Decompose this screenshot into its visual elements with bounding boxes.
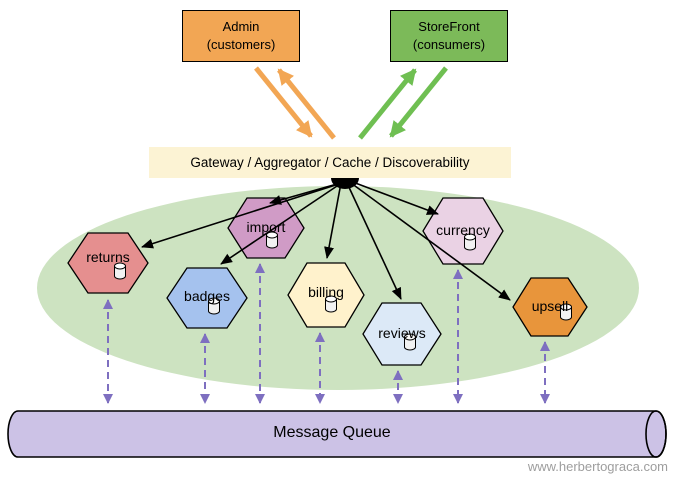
service-label-returns: returns: [86, 249, 130, 265]
admin-box-label: Admin: [222, 18, 260, 34]
hexagon-returns: [67, 232, 149, 294]
storefront-box: StoreFront (consumers): [390, 10, 508, 62]
service-hexagons: [67, 197, 588, 366]
service-label-reviews: reviews: [378, 325, 426, 341]
service-label-billing: billing: [308, 284, 344, 300]
service-db-icons: [114, 231, 572, 351]
storefront-box-label: StoreFront: [418, 18, 480, 34]
hexagon-billing: [287, 262, 365, 328]
arrow-storefront-up: [358, 68, 417, 140]
message-queue-cylinder: [7, 410, 667, 458]
arrow-gateway-returns: [141, 181, 346, 249]
hexagon-upsell: [512, 277, 588, 337]
storefront-box-sublabel: (consumers): [412, 37, 486, 52]
service-queue-arrows: [103, 263, 550, 404]
db-cylinder-icon: [266, 231, 278, 249]
hexagon-badges: [166, 267, 248, 329]
db-cylinder-icon: [208, 297, 220, 315]
gateway-bar: Gateway / Aggregator / Cache / Discovera…: [149, 147, 511, 178]
message-queue-label: Message Queue: [273, 424, 391, 441]
arrow-gateway-badges: [220, 181, 344, 265]
service-label-currency: currency: [436, 222, 490, 238]
arrow-storefront-down: [389, 66, 448, 138]
service-label-upsell: upsell: [531, 298, 569, 314]
hexagon-currency: [422, 197, 504, 265]
gateway-label: Gateway / Aggregator / Cache / Discovera…: [190, 155, 470, 170]
arrow-gateway-import: [269, 181, 345, 205]
gateway-to-service-arrows: [141, 180, 511, 301]
admin-box-sublabel: (customers): [206, 37, 276, 52]
gateway-fan-hub: [331, 178, 359, 189]
arrow-gateway-reviews: [346, 182, 402, 300]
arrow-admin-up: [277, 68, 336, 140]
hexagon-reviews: [362, 302, 442, 366]
message-queue-cap: [645, 410, 667, 458]
db-cylinder-icon: [404, 333, 416, 351]
db-cylinder-icon: [114, 262, 126, 280]
service-label-badges: badges: [184, 288, 230, 304]
admin-box: Admin (customers): [182, 10, 300, 62]
db-cylinder-icon: [325, 295, 337, 313]
storefront-gateway-arrows: [358, 66, 448, 140]
db-cylinder-icon: [560, 303, 572, 321]
arrow-gateway-upsell: [350, 182, 511, 301]
arrow-gateway-billing: [324, 182, 342, 259]
arrow-admin-down: [254, 66, 313, 138]
db-cylinder-icon: [464, 233, 476, 251]
arrow-gateway-currency: [349, 180, 439, 215]
admin-gateway-arrows: [254, 66, 336, 140]
service-label-import: import: [246, 219, 286, 235]
watermark: www.herbertograca.com: [527, 459, 668, 474]
